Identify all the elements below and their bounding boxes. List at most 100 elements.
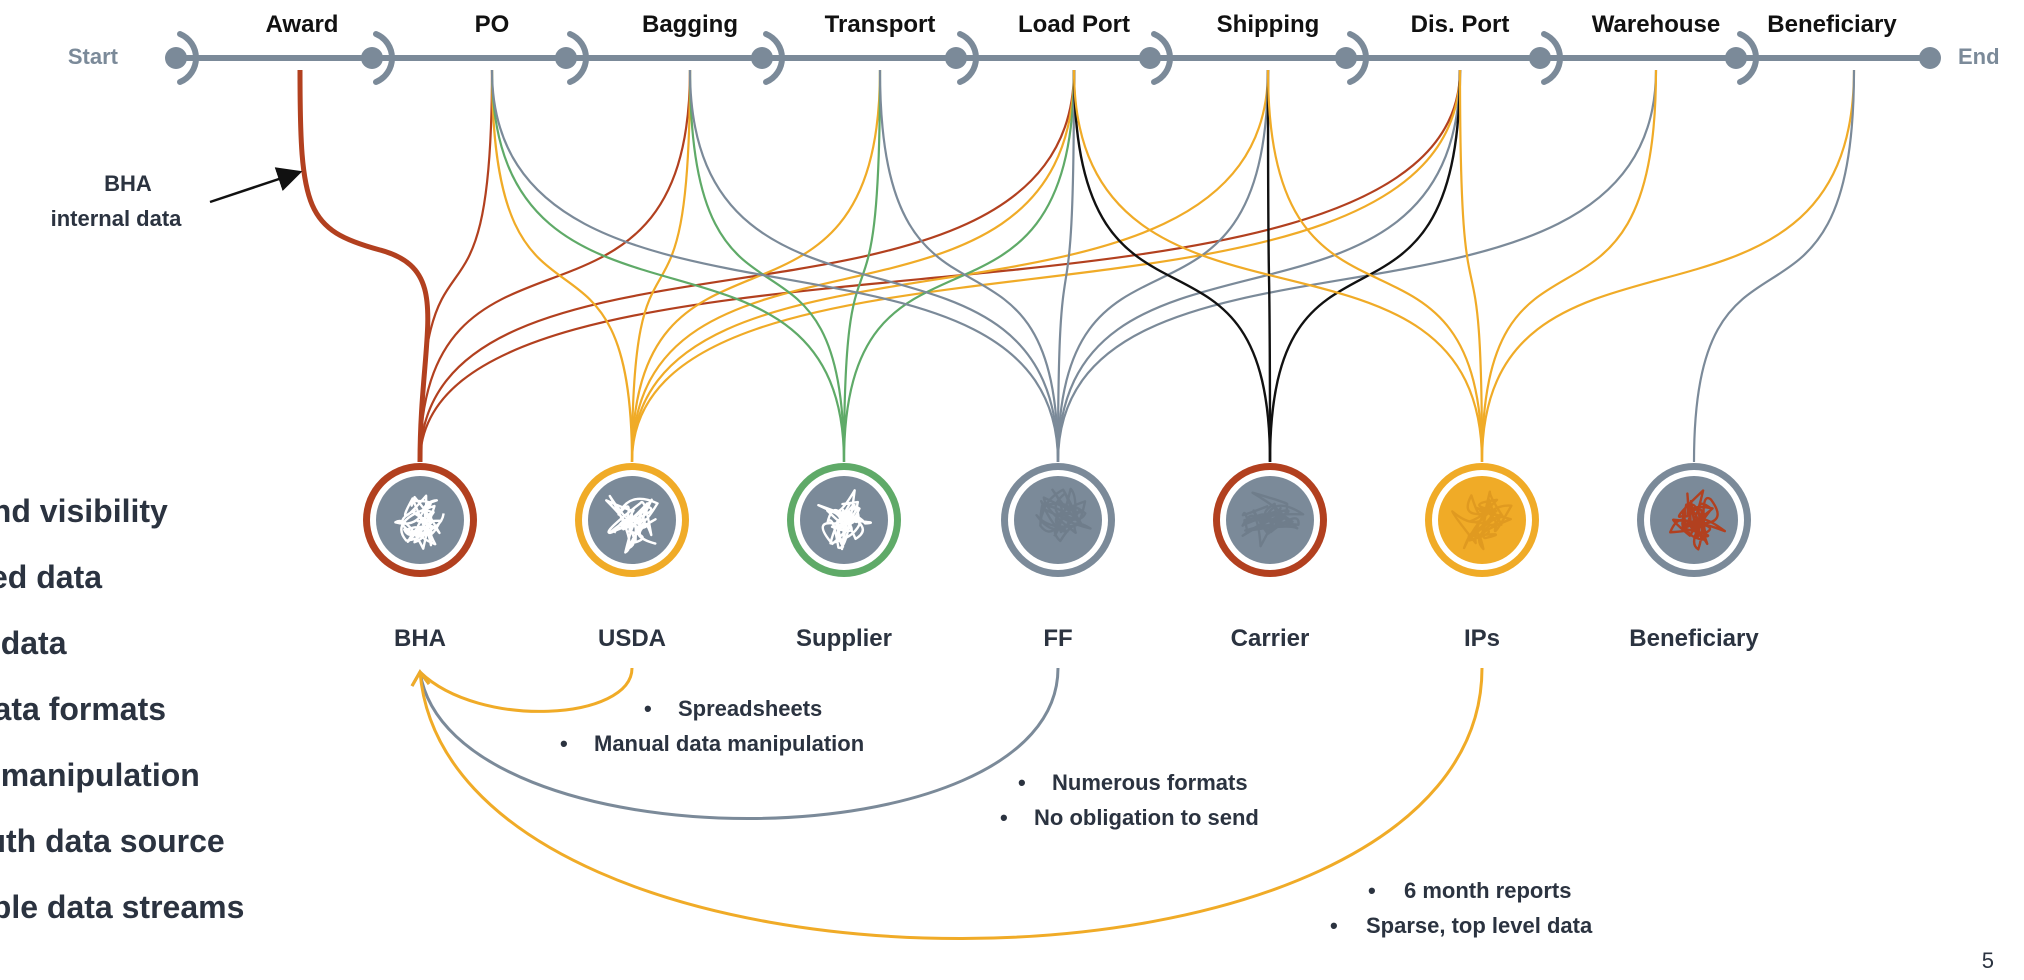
page-number: 5 [1982,948,1994,973]
flow-line-to-ips [1458,69,1484,463]
stakeholder-label-ips: IPs [1464,625,1500,652]
flow-line-to-ff [1056,69,1462,463]
stakeholder-label-supplier: Supplier [796,625,892,652]
key-point: zed data [0,559,103,595]
stakeholder-label-usda: USDA [598,625,666,652]
key-point: e data [0,625,67,661]
ips-note-1: 6 month reports [1404,878,1571,903]
annotation-line-1: BHA [104,171,152,196]
key-point: end visibility [0,493,168,529]
flow-line-to-supplier [842,69,882,463]
timeline: Start End [68,44,2000,69]
bha-internal-line [297,69,431,463]
flow-line-to-ff [688,69,1060,463]
usda-note-2: Manual data manipulation [594,731,864,756]
feedback-arc-usda [418,667,634,713]
timeline-node [555,31,589,85]
key-points-list: end visibility zed data e data data form… [0,492,244,954]
timeline-end-dot [1919,47,1941,69]
key-point: ruth data source [0,823,225,859]
stakeholder-node-ff [1001,463,1115,577]
flow-line-to-ips [1072,69,1484,463]
stakeholder-node-carrier [1213,463,1327,577]
flow-line-to-usda [630,69,692,463]
flow-line-to-usda [630,69,1076,463]
stakeholder-label-ff: FF [1043,625,1072,652]
ff-note-2: No obligation to send [1034,805,1259,830]
flow-line-to-usda [490,69,634,463]
stage-label-dis-port: Dis. Port [1411,11,1510,38]
timeline-node [751,31,785,85]
feedback-arc-ff [418,667,1060,820]
stage-label-award: Award [266,11,339,38]
key-point: a manipulation [0,757,200,793]
note-bullet: • [1018,770,1026,795]
stage-label-warehouse: Warehouse [1592,11,1720,38]
usda-notes: • Spreadsheets • Manual data manipulatio… [560,696,864,756]
ff-note-1: Numerous formats [1052,770,1248,795]
ips-note-2: Sparse, top level data [1366,913,1593,938]
timeline-node [361,31,395,85]
ips-notes: • 6 month reports • Sparse, top level da… [1330,878,1593,938]
flow-line-to-supplier [842,69,1076,463]
stage-label-load-port: Load Port [1018,11,1130,38]
flow-line-to-ips [1266,69,1484,463]
timeline-node [1725,31,1759,85]
bha-internal-annotation: BHA internal data [51,167,303,231]
stage-label-transport: Transport [825,11,936,38]
flow-line-to-usda [630,69,1462,463]
stakeholder-label-bha: BHA [394,625,446,652]
annotation-arrow [209,167,303,204]
feedback-arcs [410,667,1484,940]
timeline-node [1139,31,1173,85]
stakeholder-node-bha [363,463,477,577]
stage-label-po: PO [475,11,510,38]
stakeholder-label-carrier: Carrier [1231,625,1310,652]
flow-line-to-ff [1056,69,1658,463]
flow-line-to-supplier [490,69,846,463]
timeline-start-label: Start [68,44,119,69]
flow-line-to-usda [630,69,1270,463]
stakeholder-label-beneficiary: Beneficiary [1629,625,1759,652]
note-bullet: • [644,696,652,721]
flow-line-to-ff [1056,69,1076,463]
stage-label-bagging: Bagging [642,11,738,38]
stakeholder-node-supplier [787,463,901,577]
flow-line-to-beneficiary [1692,69,1856,463]
flow-line-to-ff [1056,69,1270,463]
timeline-node [1529,31,1563,85]
usda-note-1: Spreadsheets [678,696,822,721]
stakeholder-labels: BHA USDA Supplier FF Carrier IPs Beneficiary [394,625,1759,652]
stage-labels: Award PO Bagging Transport Load Port Shipping… [266,11,1898,38]
flow-line-to-bha [418,69,1076,463]
key-point: able data streams [0,889,245,925]
flow-line-to-carrier [1268,69,1462,463]
stakeholder-nodes [363,463,1751,577]
flow-line-to-usda [630,69,882,463]
flow-line-to-ff [878,69,1060,463]
timeline-node [1335,31,1369,85]
flow-line-to-bha [418,69,1462,463]
flow-line-to-ips [1480,69,1658,463]
note-bullet: • [1330,913,1338,938]
feedback-arrowhead [410,669,431,687]
flow-line-to-ff [490,69,1060,463]
flow-line-to-ips [1480,69,1856,463]
feedback-arc-ips [418,667,1484,940]
timeline-end-label: End [1958,44,2000,69]
stakeholder-node-usda [575,463,689,577]
note-bullet: • [560,731,568,756]
note-bullet: • [1368,878,1376,903]
flow-line-to-supplier [688,69,846,463]
stakeholder-node-beneficiary [1637,463,1751,577]
stage-label-beneficiary: Beneficiary [1767,11,1897,38]
flow-line-to-carrier [1072,69,1272,463]
flow-line-to-carrier [1266,69,1272,463]
stage-label-shipping: Shipping [1217,11,1320,38]
timeline-node [165,31,199,85]
data-flow-connections [297,69,1856,463]
annotation-line-2: internal data [51,206,183,231]
note-bullet: • [1000,805,1008,830]
key-point: data formats [0,691,167,727]
stage-nodes [165,31,1759,85]
